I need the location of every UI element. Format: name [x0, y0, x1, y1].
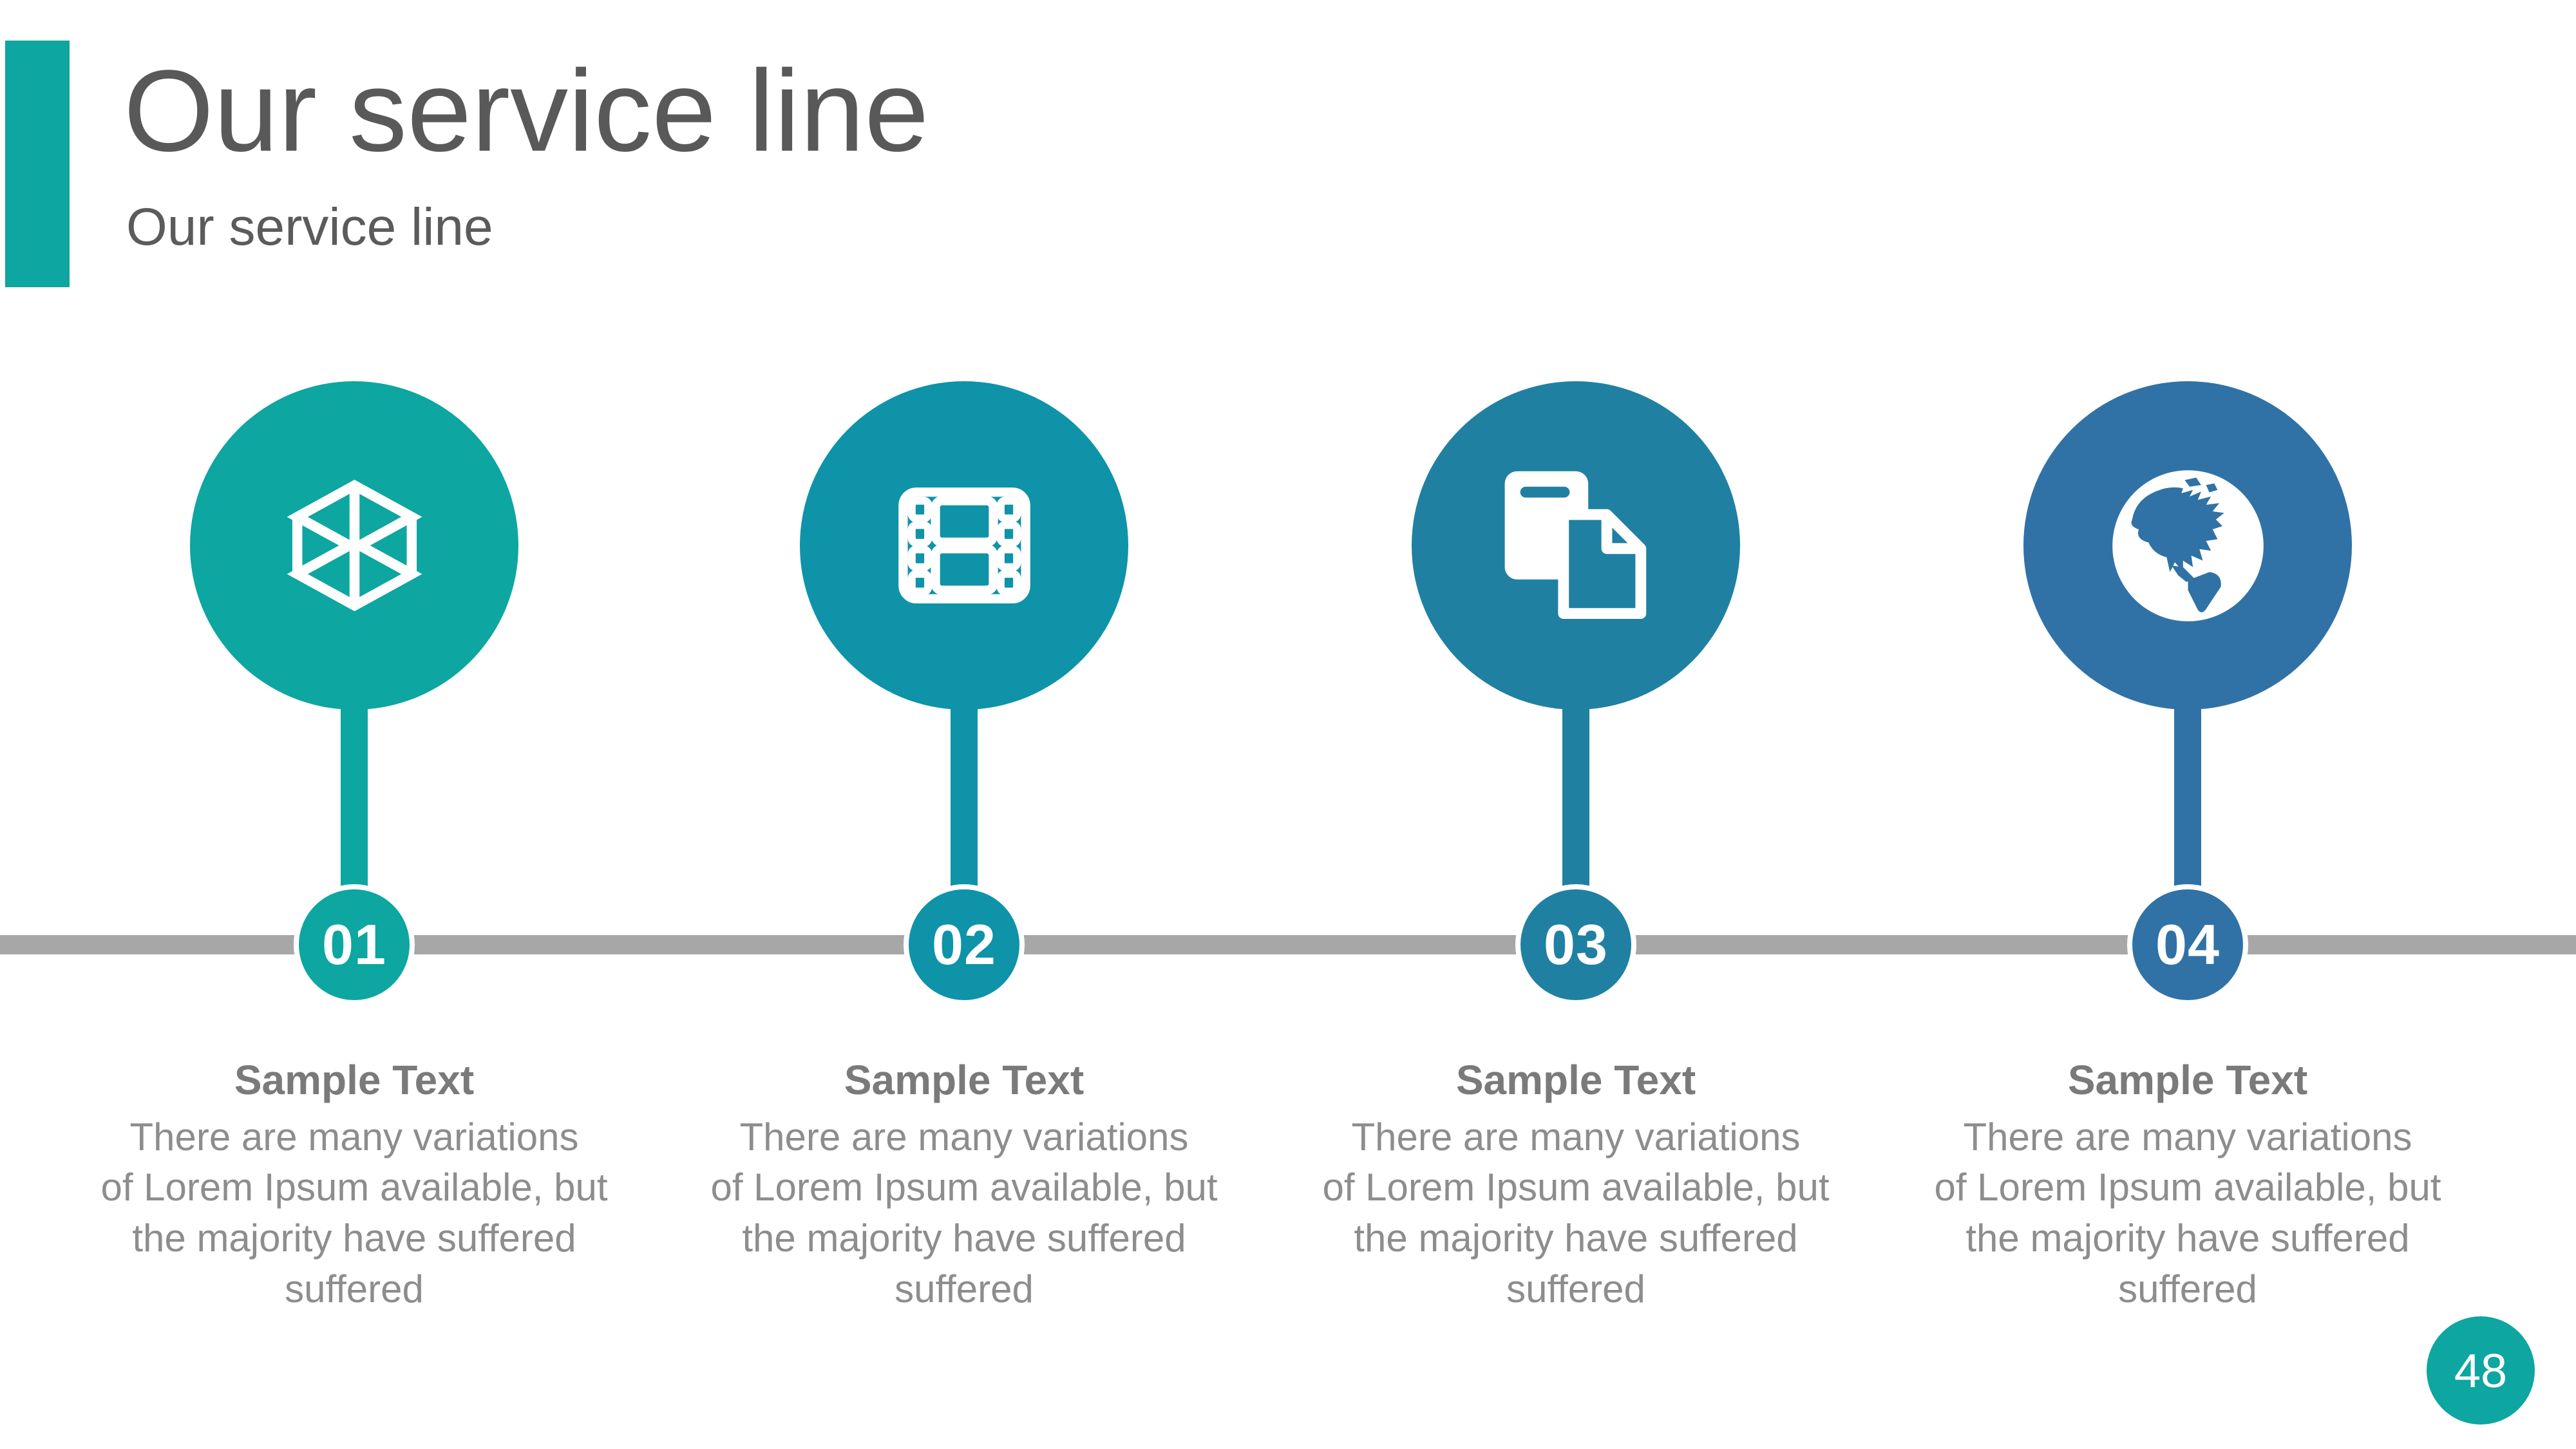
text-block-2: Sample Text There are many variations of…	[687, 1056, 1241, 1314]
timeline-item-4: 04 Sample Text There are many variations…	[1911, 381, 2465, 1314]
item-heading: Sample Text	[234, 1057, 475, 1103]
connector-stem	[1562, 700, 1589, 889]
item-body: There are many variations of Lorem Ipsum…	[710, 1115, 1218, 1311]
number-label: 03	[1544, 913, 1608, 976]
page-number-label: 48	[2454, 1343, 2508, 1397]
cube-wireframe-icon	[279, 474, 430, 617]
timeline-item-1: 01 Sample Text There are many variations…	[77, 381, 631, 1314]
documents-icon	[1495, 468, 1656, 623]
text-block-1: Sample Text There are many variations of…	[77, 1056, 631, 1314]
service-circle-3	[1412, 381, 1740, 710]
item-heading: Sample Text	[1455, 1057, 1696, 1103]
service-circle-4	[2023, 381, 2352, 710]
item-body: There are many variations of Lorem Ipsum…	[100, 1115, 608, 1311]
connector-stem	[951, 700, 978, 889]
timeline-item-2: 02 Sample Text There are many variations…	[687, 381, 1241, 1314]
number-label: 01	[322, 913, 386, 976]
text-block-4: Sample Text There are many variations of…	[1911, 1056, 2465, 1314]
page-subtitle: Our service line	[126, 198, 493, 256]
text-block-3: Sample Text There are many variations of…	[1299, 1056, 1853, 1314]
service-circle-2	[800, 381, 1128, 710]
item-heading: Sample Text	[2067, 1057, 2308, 1103]
number-label: 02	[932, 913, 996, 976]
item-body: There are many variations of Lorem Ipsum…	[1322, 1115, 1830, 1311]
item-body: There are many variations of Lorem Ipsum…	[1934, 1115, 2441, 1311]
number-badge-02: 02	[904, 884, 1025, 1005]
accent-bar	[5, 41, 70, 287]
number-badge-04: 04	[2127, 884, 2248, 1005]
number-label: 04	[2155, 913, 2220, 976]
film-strip-icon	[898, 488, 1030, 603]
connector-stem	[341, 700, 368, 889]
page-number-badge: 48	[2427, 1316, 2535, 1425]
number-badge-03: 03	[1515, 884, 1636, 1005]
timeline-item-3: 03 Sample Text There are many variations…	[1299, 381, 1853, 1314]
globe-icon	[2106, 464, 2270, 628]
item-heading: Sample Text	[844, 1057, 1084, 1103]
service-circle-1	[190, 381, 518, 710]
connector-stem	[2174, 700, 2201, 889]
page-title: Our service line	[124, 46, 929, 176]
number-badge-01: 01	[294, 884, 415, 1005]
